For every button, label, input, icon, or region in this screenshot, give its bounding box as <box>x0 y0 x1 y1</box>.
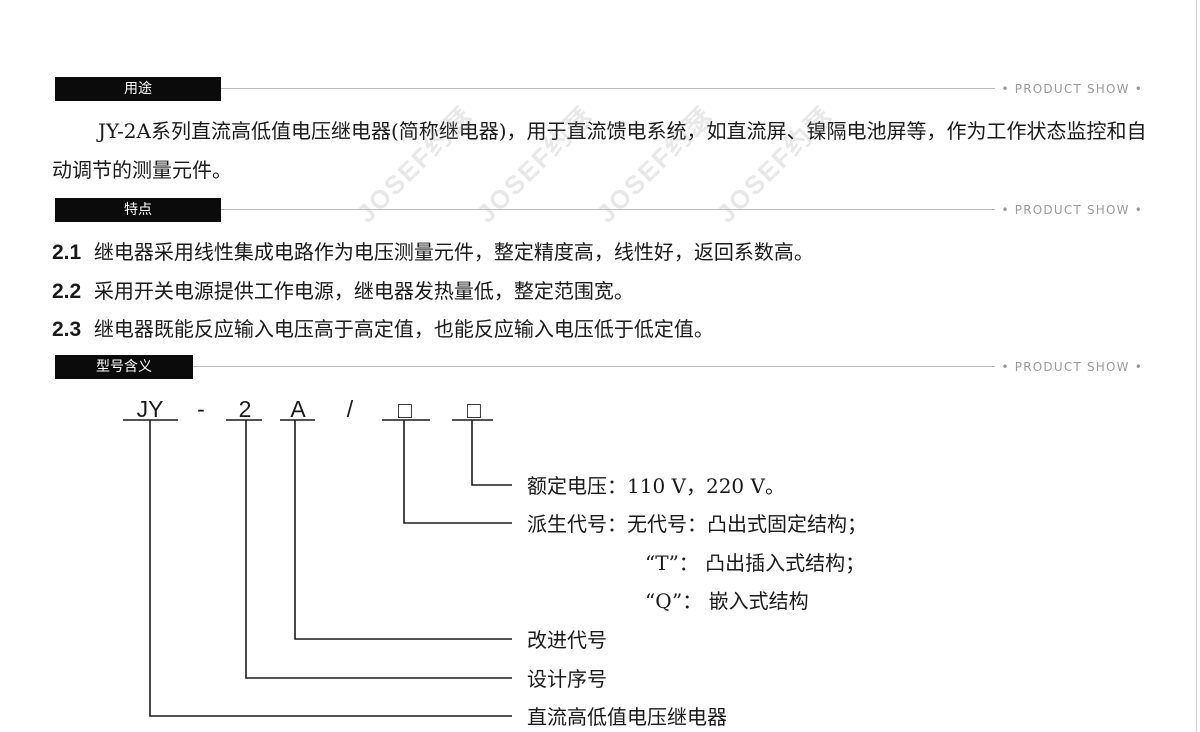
section-rule <box>221 209 1145 210</box>
code-slash: / <box>347 396 354 422</box>
code-box-derived: □ <box>398 397 412 423</box>
feature-item: 2.3 继电器既能反应输入电压高于高定值，也能反应输入电压低于低定值。 <box>52 314 714 345</box>
code-box-voltage: □ <box>467 397 481 423</box>
leader-line-rated-voltage <box>471 420 512 486</box>
section-header-usage: 用途 • PRODUCT SHOW • <box>55 77 1145 101</box>
section-rule <box>193 366 1145 367</box>
label-design-number: 设计序号 <box>527 667 607 691</box>
section-title-usage: 用途 <box>55 77 221 101</box>
product-show-tag: • PRODUCT SHOW • <box>995 201 1145 219</box>
label-product-name: 直流高低值电压继电器 <box>527 705 727 729</box>
usage-paragraph: JY-2A系列直流高低值电压继电器(简称继电器)，用于直流馈电系统，如直流屏、镍… <box>52 112 1147 190</box>
feature-text: 采用开关电源提供工作电源，继电器发热量低，整定范围宽。 <box>93 279 634 303</box>
model-designation-diagram: JY - 2 A / □ □ 额定电压：110 V，220 V。 派生代号：无代… <box>123 396 867 729</box>
label-derived-q: “Q”： 嵌入式结构 <box>645 589 809 613</box>
section-title-model: 型号含义 <box>55 355 193 379</box>
section-header-features: 特点 • PRODUCT SHOW • <box>55 198 1145 222</box>
product-show-tag: • PRODUCT SHOW • <box>995 358 1145 376</box>
feature-number: 2.2 <box>52 280 82 303</box>
leader-line-improve-code <box>294 420 512 640</box>
label-derived-code: 派生代号：无代号：凸出式固定结构； <box>527 512 867 536</box>
code-improve: A <box>290 396 306 422</box>
leader-line-derived-code <box>403 420 512 524</box>
product-show-tag: • PRODUCT SHOW • <box>995 80 1145 98</box>
label-improve-code: 改进代号 <box>527 628 607 652</box>
feature-item: 2.1 继电器采用线性集成电路作为电压测量元件，整定精度高，线性好，返回系数高。 <box>52 237 814 268</box>
label-derived-t: “T”： 凸出插入式结构； <box>645 551 865 575</box>
section-title-features: 特点 <box>55 198 221 222</box>
code-design: 2 <box>239 396 252 422</box>
feature-number: 2.1 <box>52 241 82 264</box>
feature-number: 2.3 <box>52 318 82 341</box>
usage-text: JY-2A系列直流高低值电压继电器(简称继电器)，用于直流馈电系统，如直流屏、镍… <box>52 119 1147 182</box>
section-rule <box>221 88 1145 89</box>
feature-item: 2.2 采用开关电源提供工作电源，继电器发热量低，整定范围宽。 <box>52 276 634 307</box>
code-dash: - <box>197 396 205 422</box>
page-right-border <box>1196 0 1197 732</box>
section-header-model: 型号含义 • PRODUCT SHOW • <box>55 355 1145 379</box>
leader-line-product-name <box>149 420 512 717</box>
feature-text: 继电器采用线性集成电路作为电压测量元件，整定精度高，线性好，返回系数高。 <box>93 240 814 264</box>
code-jy: JY <box>137 396 164 422</box>
label-rated-voltage: 额定电压：110 V，220 V。 <box>527 474 785 498</box>
leader-line-design-number <box>245 420 512 679</box>
feature-text: 继电器既能反应输入电压高于高定值，也能反应输入电压低于低定值。 <box>93 317 714 341</box>
